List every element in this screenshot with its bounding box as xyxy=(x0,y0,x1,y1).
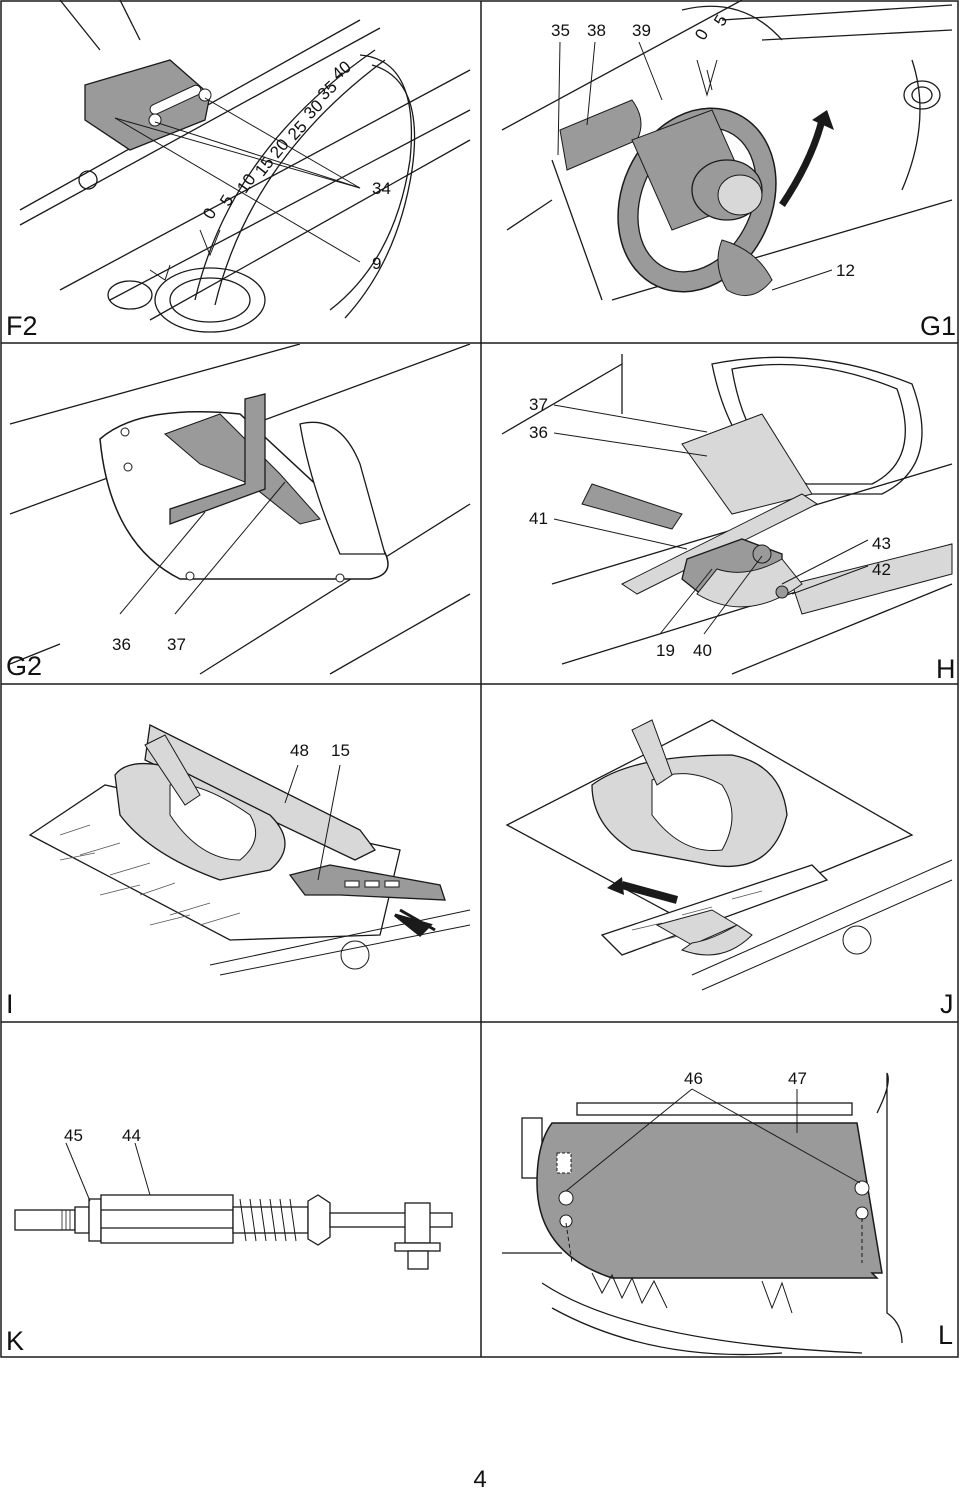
callout-40: 40 xyxy=(693,641,712,660)
callout-37: 37 xyxy=(167,635,186,654)
figure-k-drawing xyxy=(14,1142,453,1270)
callout-34: 34 xyxy=(372,179,391,198)
figure-grid: 0 5 10 15 20 25 30 35 40 34 9 F2 xyxy=(0,0,959,1358)
figure-label-f2: F2 xyxy=(6,311,38,341)
callout-15: 15 xyxy=(331,741,350,760)
callout-47: 47 xyxy=(788,1069,807,1088)
figure-label-j: J xyxy=(940,989,954,1019)
figure-j-drawing xyxy=(505,719,953,991)
callout-42: 42 xyxy=(872,560,891,579)
figure-g1-drawing xyxy=(501,0,953,301)
callout-44: 44 xyxy=(122,1126,141,1145)
callout-12: 12 xyxy=(836,261,855,280)
callout-45: 45 xyxy=(64,1126,83,1145)
page-number: 4 xyxy=(473,1466,487,1493)
figure-label-h: H xyxy=(936,654,956,684)
callout-48: 48 xyxy=(290,741,309,760)
figure-label-l: L xyxy=(938,1320,954,1350)
callout-36: 36 xyxy=(529,423,548,442)
callout-46: 46 xyxy=(684,1069,703,1088)
callout-39: 39 xyxy=(632,21,651,40)
callout-38: 38 xyxy=(587,21,606,40)
callout-35: 35 xyxy=(551,21,570,40)
figure-g2-drawing xyxy=(9,344,471,675)
grid-frame xyxy=(0,0,959,1358)
figure-h-drawing xyxy=(501,354,953,675)
figure-label-g2: G2 xyxy=(6,651,43,681)
figure-label-i: I xyxy=(6,989,14,1019)
callout-37: 37 xyxy=(529,395,548,414)
figure-label-g1: G1 xyxy=(920,311,957,341)
figure-l-drawing xyxy=(502,1072,903,1356)
callout-36: 36 xyxy=(112,635,131,654)
figure-i-drawing xyxy=(28,724,471,976)
callout-19: 19 xyxy=(656,641,675,660)
callout-41: 41 xyxy=(529,509,548,528)
figure-f2-drawing xyxy=(19,0,471,333)
callout-43: 43 xyxy=(872,534,891,553)
figure-label-k: K xyxy=(6,1326,25,1356)
callout-9: 9 xyxy=(372,254,382,273)
